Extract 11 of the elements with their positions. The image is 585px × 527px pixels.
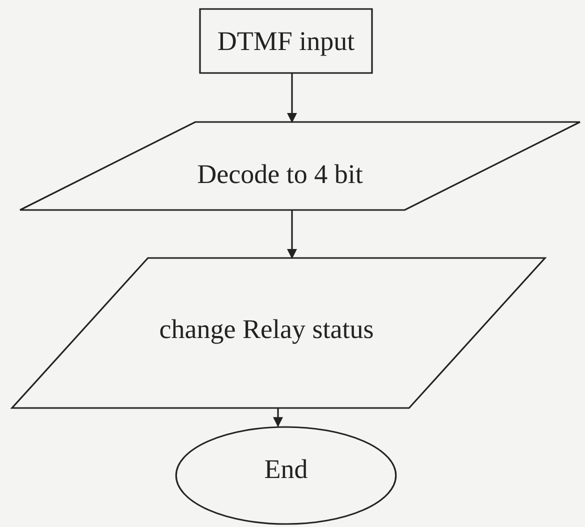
data-parallelogram <box>12 258 545 408</box>
process-box <box>200 9 372 73</box>
node-label: DTMF input <box>217 26 355 56</box>
arrow <box>273 408 283 428</box>
data-parallelogram <box>20 122 580 210</box>
terminator-ellipse <box>175 426 397 525</box>
node-label: change Relay status <box>159 314 374 344</box>
node-label: End <box>264 454 308 485</box>
arrow <box>287 73 297 123</box>
arrow <box>287 210 297 259</box>
node-label: Decode to 4 bit <box>197 158 363 190</box>
